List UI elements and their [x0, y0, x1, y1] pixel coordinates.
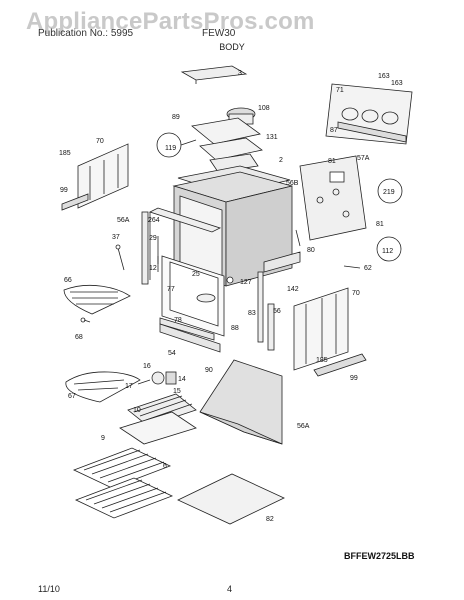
callout: 142 [287, 286, 299, 293]
callout: 14 [178, 376, 186, 383]
callout: 12 [149, 265, 157, 272]
callout: 112 [382, 248, 393, 255]
callout: 10 [133, 407, 141, 414]
oven-rack-top [72, 447, 172, 489]
section-title: BODY [219, 42, 245, 52]
footer-date: 11/10 [38, 584, 60, 594]
control-bracket [299, 155, 367, 241]
callout: 219 [383, 189, 395, 196]
callout: 67 [68, 393, 76, 400]
callout: 16 [143, 363, 151, 370]
convection-fan [151, 371, 165, 385]
detail-circle-219 [377, 178, 403, 204]
callout: 70 [352, 290, 360, 297]
callout: 56B [286, 180, 299, 187]
insulation-strip-left [141, 211, 149, 285]
watermark: AppliancePartsPros.com [26, 8, 315, 35]
callout: 78 [174, 317, 182, 324]
callout: 68 [75, 334, 83, 341]
oven-rack-bottom [74, 477, 174, 519]
callout: 66 [64, 277, 72, 284]
callout: 15 [173, 388, 181, 395]
callout: 70 [96, 138, 104, 145]
broil-pan-insert [127, 393, 197, 427]
callout: 6 [163, 463, 167, 470]
callout: 131 [266, 134, 278, 141]
callout: 119 [165, 145, 176, 152]
model-series: FEW30 [202, 28, 236, 39]
side-panel-right [293, 287, 349, 371]
callout: 89 [172, 114, 180, 121]
bake-element [63, 284, 131, 315]
callout: 17 [125, 383, 133, 390]
callout: 82 [266, 516, 274, 523]
callout: 29 [149, 235, 157, 242]
callout: 56A [117, 217, 130, 224]
model-code: BFFEW2725LBB [344, 551, 415, 561]
callout: 185 [59, 150, 71, 157]
detail-circle-112 [376, 236, 402, 262]
publication-number: Publication No.: 5995 [38, 28, 134, 39]
callout: 264 [148, 217, 160, 224]
callout: 81 [376, 221, 384, 228]
callout: 56 [273, 308, 281, 315]
footer-page-number: 4 [227, 584, 233, 594]
callout: 90 [205, 367, 213, 374]
callout: 37 [112, 234, 120, 241]
callout: 77 [167, 286, 175, 293]
callout: 163 [378, 73, 390, 80]
callout: 2 [279, 157, 283, 164]
callout: 163 [391, 80, 403, 87]
callout: 25 [192, 271, 200, 278]
callout: 108 [258, 105, 270, 112]
broil-pan [119, 411, 197, 445]
callout: 99 [60, 187, 68, 194]
callout: 57A [357, 155, 370, 162]
callout: 185 [316, 357, 328, 364]
callout: 3 [238, 70, 242, 77]
callout: 88 [231, 325, 239, 332]
callout: 71 [336, 87, 344, 94]
callout: 99 [350, 375, 358, 382]
callout: 80 [307, 247, 315, 254]
bottom-tray [177, 473, 285, 525]
callout: 62 [364, 265, 372, 272]
top-vent-bracket [180, 65, 248, 81]
callout: 9 [101, 435, 105, 442]
callout: 87 [330, 127, 338, 134]
callout: 81 [328, 158, 336, 165]
front-trim-90 [159, 323, 221, 353]
broil-element [65, 371, 141, 403]
callout: 83 [248, 310, 256, 317]
duct-assembly [191, 117, 261, 145]
callout: 54 [168, 350, 176, 357]
callout: 127 [240, 279, 252, 286]
callout: 56A [297, 423, 310, 430]
side-panel-left [77, 143, 129, 209]
